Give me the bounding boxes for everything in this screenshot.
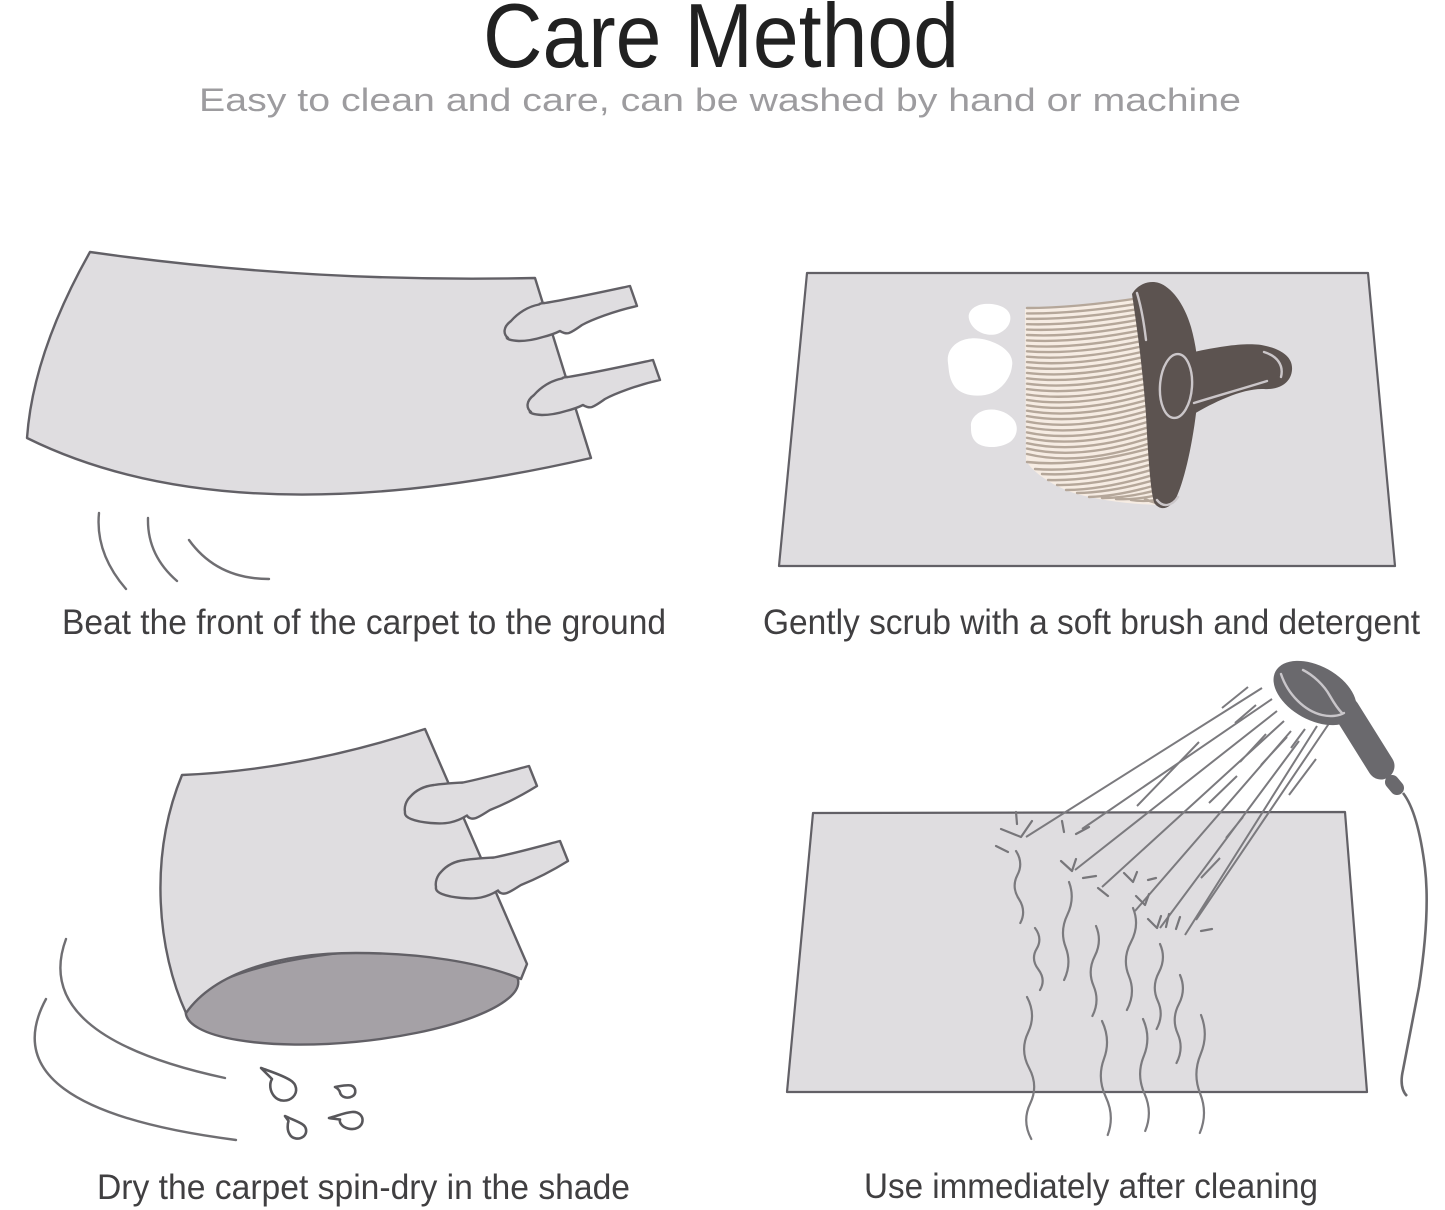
svg-text:Care Method: Care Method bbox=[483, 0, 959, 87]
svg-text:Easy to clean and care, can be: Easy to clean and care, can be washed by… bbox=[199, 82, 1241, 118]
svg-text:Use immediately after cleaning: Use immediately after cleaning bbox=[864, 1167, 1318, 1206]
svg-text:Beat the front of the carpet t: Beat the front of the carpet to the grou… bbox=[62, 603, 666, 642]
svg-text:Dry the carpet spin-dry in the: Dry the carpet spin-dry in the shade bbox=[97, 1168, 630, 1207]
svg-text:Gently scrub with a soft brush: Gently scrub with a soft brush and deter… bbox=[763, 603, 1420, 642]
